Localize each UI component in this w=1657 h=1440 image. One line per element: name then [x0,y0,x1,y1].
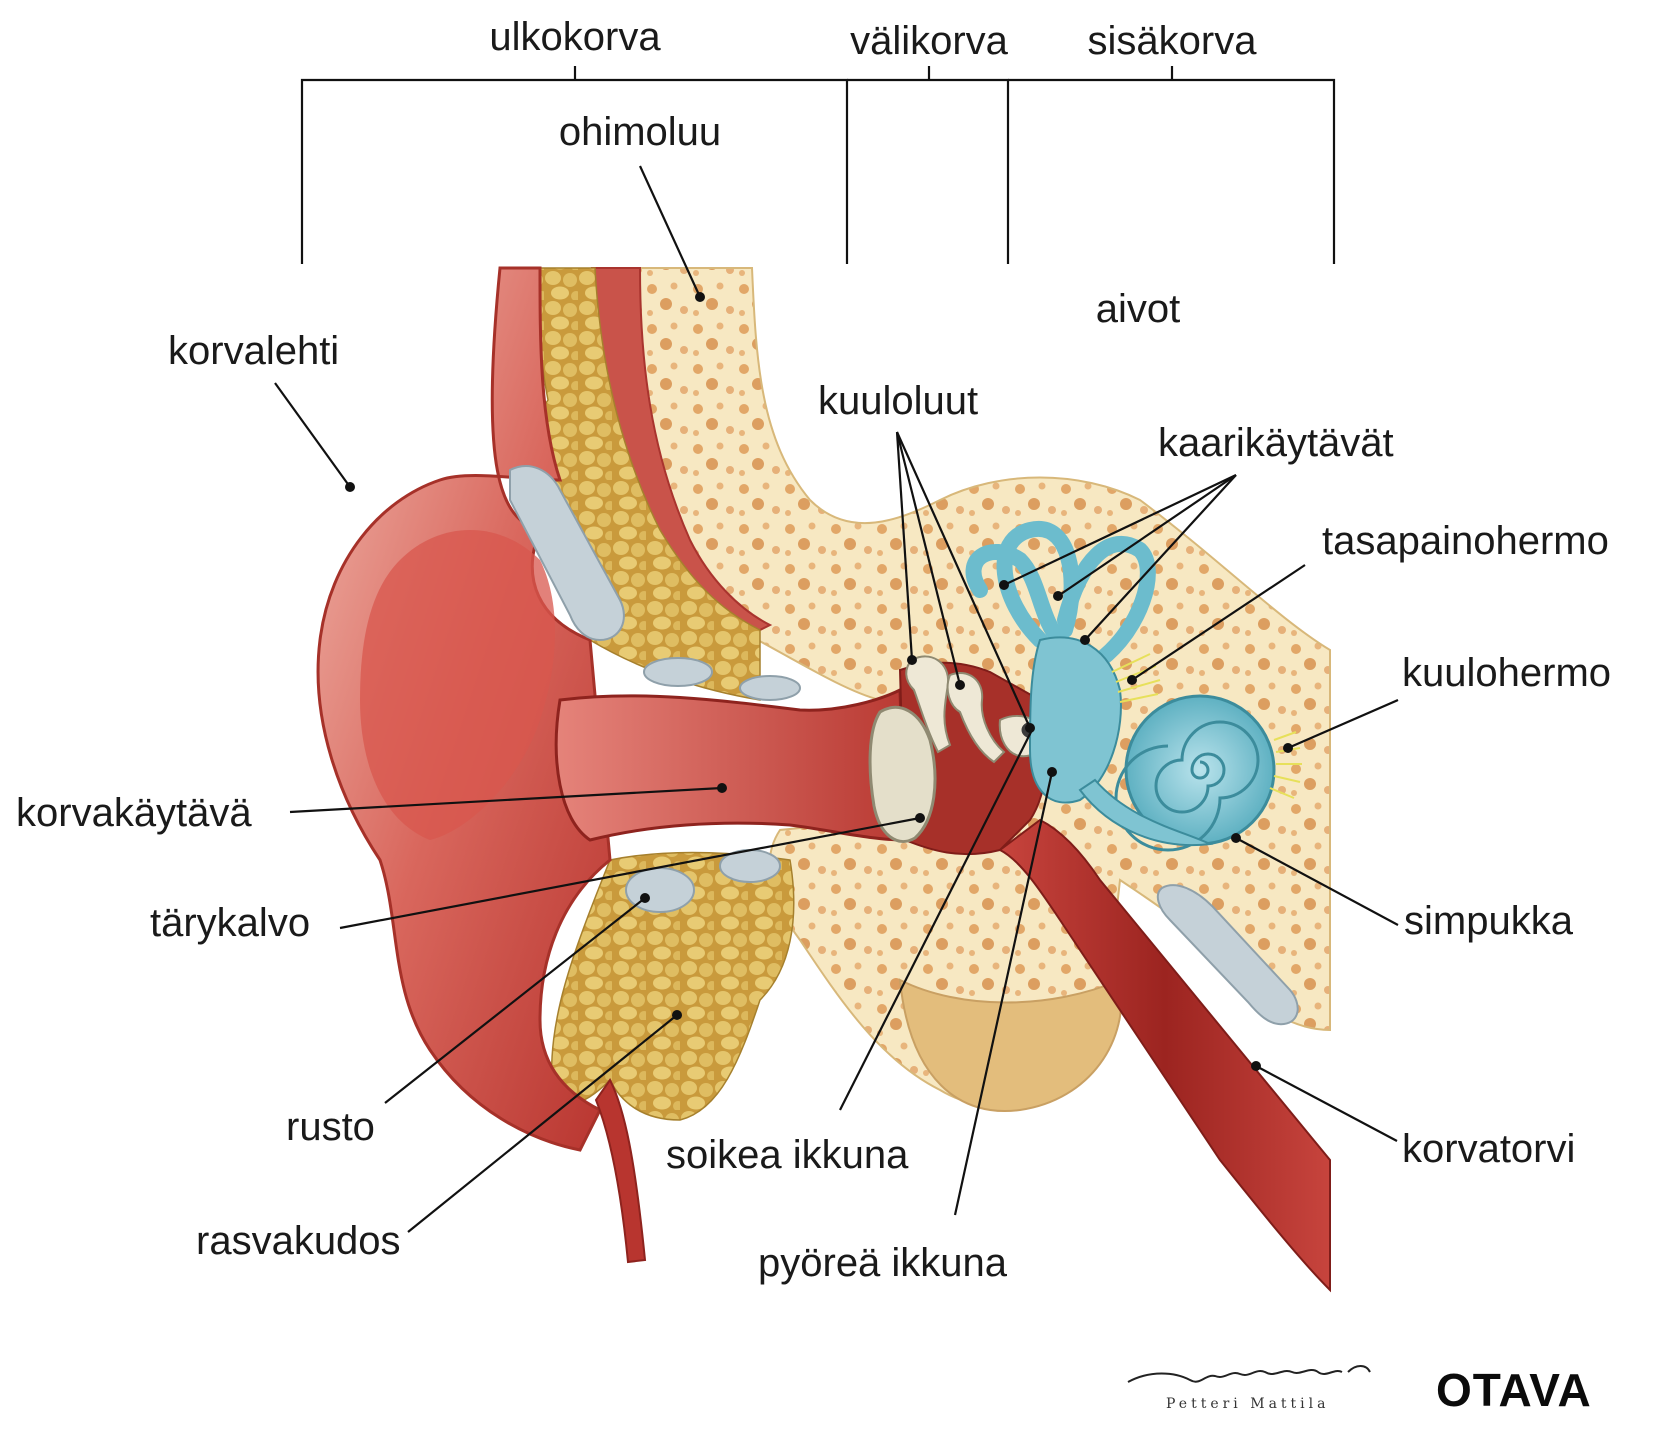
label-sisakorva: sisäkorva [1088,19,1258,63]
label-kuulohermo: kuulohermo [1402,651,1611,695]
incus [946,672,1006,764]
leader-dot-tasapainohermo [1127,675,1137,685]
leader-kaarikaytavat-2 [1057,474,1237,597]
leader-dot-ohimoluu [695,292,705,302]
tympanic-membrane [868,705,937,843]
inner-ear-bracket [1008,78,1336,264]
outer-ear-bracket [300,78,849,264]
cochlea [1078,694,1276,852]
leader-korvalehti [274,382,351,488]
leader-tarykalvo [339,816,921,930]
region-brackets [300,66,1336,264]
cochlea-spiral [1114,720,1260,852]
label-korvakaytava: korvakäytävä [16,791,252,835]
leader-rusto [384,897,646,1104]
leader-ohimoluu [638,165,702,298]
leader-soikea-ikkuna [839,729,1033,1111]
leader-dot-korvakaytava [717,783,727,793]
concha [360,530,555,840]
cartilage-upper [509,465,625,642]
label-kaarikaytavat: kaarikäytävät [1158,421,1394,465]
leader-dot-kaarikaytavat-1 [999,580,1009,590]
leader-korvatorvi [1255,1065,1398,1142]
ear-canal [554,687,907,842]
label-korvalehti: korvalehti [168,329,339,373]
leader-rasvakudos [407,1014,678,1233]
label-valikorva: välikorva [850,19,1009,63]
leader-kuuloluut-1 [895,431,914,661]
skin-flap [594,1078,647,1264]
vestibule [1028,636,1122,804]
label-tasapainohermo: tasapainohermo [1322,519,1609,563]
labels: ulkokorva välikorva sisäkorva ohimoluu a… [16,15,1611,1285]
semicircular-canals [965,520,1156,668]
leader-dot-kaarikaytavat-3 [1080,635,1090,645]
label-aivot: aivot [1096,287,1181,331]
publisher-logo: OTAVA [1436,1364,1592,1416]
label-korvatorvi: korvatorvi [1402,1127,1575,1171]
leader-dot-pyorea-ikkuna [1047,767,1057,777]
label-ulkokorva: ulkokorva [489,15,661,59]
label-ohimoluu: ohimoluu [559,110,721,154]
leader-simpukka [1235,837,1399,926]
leader-dot-tarykalvo [915,813,925,823]
leader-pyorea-ikkuna [953,771,1054,1216]
label-kuuloluut: kuuloluut [818,379,978,423]
leader-dot-kuuloluut-3 [1025,723,1035,733]
cartilage-inner [1156,884,1299,1026]
leader-dot-kuulohermo [1283,743,1293,753]
cartilage-nodule-1 [643,657,713,687]
leader-dot-simpukka [1231,833,1241,843]
label-tarykalvo: tärykalvo [150,901,310,945]
leader-kuuloluut-2 [895,431,962,686]
leader-dot-rasvakudos [672,1010,682,1020]
leader-lines [274,165,1399,1233]
middle-ear-bracket [847,78,1010,264]
canal-lateral [965,543,1068,648]
fat-tissue-lower [550,851,795,1121]
illustrator-name: Petteri Mattila [1166,1396,1329,1412]
leader-dot-kuuloluut-2 [955,680,965,690]
ear-illustration [316,266,1331,1293]
cartilage-nodule-2 [739,675,801,701]
label-soikea-ikkuna: soikea ikkuna [666,1133,909,1177]
leader-dot-korvatorvi [1251,1061,1261,1071]
leader-dot-kaarikaytavat-2 [1053,591,1063,601]
leader-kaarikaytavat-1 [1003,474,1237,586]
leader-kuuloluut-3 [895,431,1032,729]
label-simpukka: simpukka [1404,899,1574,943]
leader-dot-kuuloluut-1 [907,655,917,665]
label-rasvakudos: rasvakudos [196,1219,401,1263]
leader-dot-rusto [640,893,650,903]
leader-kuulohermo [1287,698,1399,750]
leader-kaarikaytavat-3 [1084,474,1237,641]
label-pyorea-ikkuna: pyöreä ikkuna [758,1241,1008,1285]
eustachian-tube [998,818,1331,1293]
label-rusto: rusto [286,1105,375,1149]
leader-korvakaytava [289,786,723,814]
leader-tasapainohermo [1131,564,1306,681]
illustrator-signature [1127,1365,1371,1383]
credits: Petteri Mattila OTAVA [1127,1364,1592,1416]
leader-dot-korvalehti [345,482,355,492]
canal-posterior [1057,536,1156,668]
cochlea-duct [1078,778,1214,846]
malleus [905,655,952,754]
